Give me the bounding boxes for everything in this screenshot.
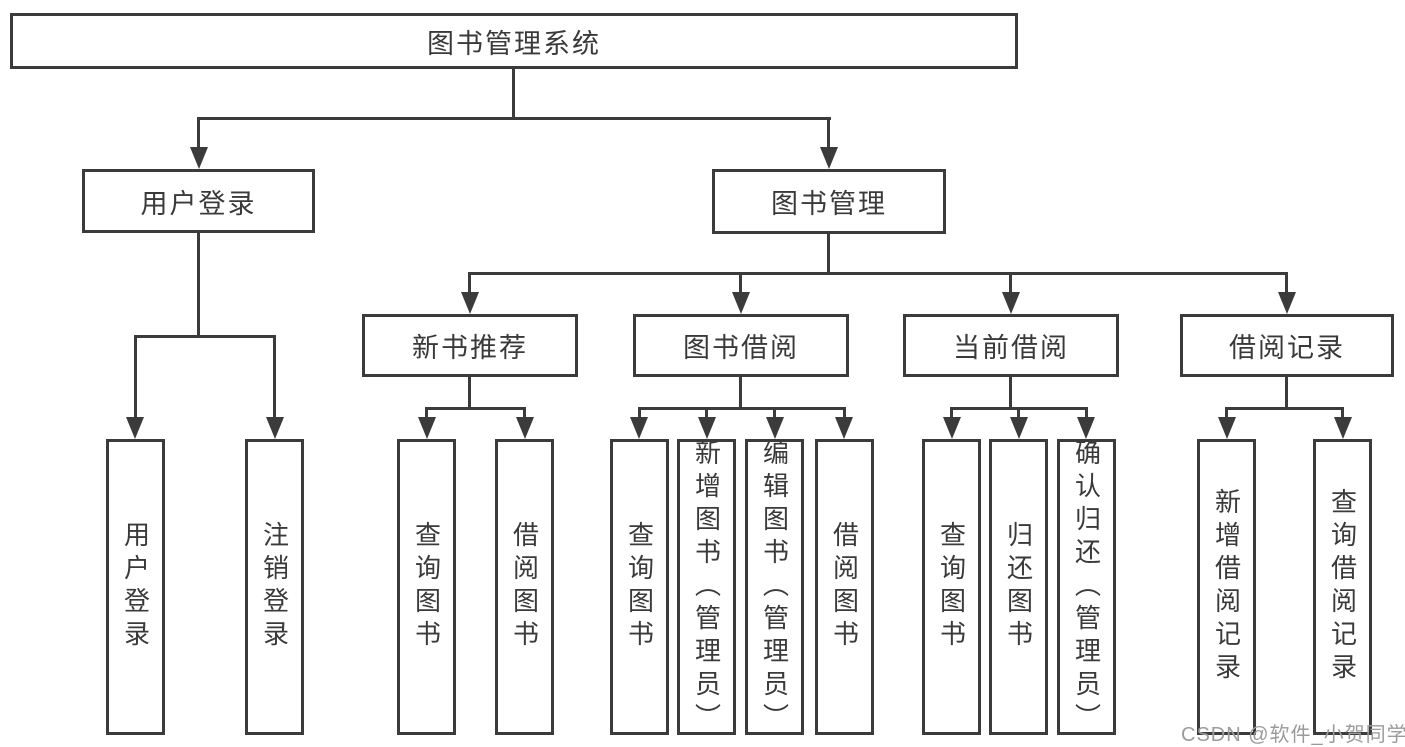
connector-line	[523, 407, 526, 419]
connector-line	[827, 234, 830, 275]
connector-arrow	[835, 417, 853, 439]
node-borrowing-query-books: 查询图书	[610, 439, 669, 735]
connector-arrow	[1278, 292, 1296, 314]
connector-line	[843, 407, 846, 419]
node-label: 新增图书（管理员）	[691, 438, 722, 736]
node-library-management-system: 图书管理系统	[10, 13, 1018, 69]
node-label: 借阅记录	[1229, 333, 1345, 363]
connector-arrow	[732, 292, 750, 314]
connector-line	[705, 407, 708, 419]
connector-line	[1225, 407, 1344, 410]
node-label: 归还图书	[1003, 521, 1034, 653]
connector-line	[1225, 407, 1228, 419]
connector-line	[134, 335, 137, 421]
node-label: 查询借阅记录	[1327, 488, 1358, 686]
node-borrowing-edit-books-admin: 编辑图书（管理员）	[745, 438, 804, 736]
connector-line	[1017, 407, 1020, 419]
node-label: 图书管理	[771, 189, 887, 219]
connector-line	[638, 407, 846, 410]
connector-arrow	[190, 147, 208, 169]
node-label: 新增借阅记录	[1211, 488, 1242, 686]
connector-arrow	[418, 417, 436, 439]
connector-arrow	[698, 417, 716, 439]
connector-line	[512, 69, 515, 117]
connector-line	[134, 335, 276, 338]
node-label: 图书管理系统	[427, 28, 601, 59]
node-records-add-record: 新增借阅记录	[1197, 439, 1256, 735]
connector-line	[197, 117, 200, 149]
node-label: 借阅图书	[829, 521, 860, 653]
connector-arrow	[126, 417, 144, 439]
connector-line	[425, 407, 526, 410]
connector-arrow	[1334, 417, 1352, 439]
node-label: 新书推荐	[412, 333, 528, 363]
node-user-login: 用户登录	[82, 169, 315, 233]
node-label: 确认归还（管理员）	[1071, 438, 1102, 736]
connector-line	[1285, 272, 1288, 294]
node-label: 当前借阅	[953, 333, 1069, 363]
connector-line	[827, 117, 830, 149]
connector-line	[1009, 377, 1012, 410]
connector-line	[1285, 377, 1288, 410]
connector-line	[739, 377, 742, 410]
node-current-query-books: 查询图书	[922, 439, 981, 735]
node-borrowing-add-books-admin: 新增图书（管理员）	[677, 438, 736, 736]
node-records-query-record: 查询借阅记录	[1313, 439, 1372, 735]
connector-line	[638, 407, 641, 419]
connector-line	[1341, 407, 1344, 419]
node-book-management: 图书管理	[712, 169, 946, 234]
node-book-borrowing: 图书借阅	[633, 314, 849, 377]
connector-line	[425, 407, 428, 419]
node-label: 查询图书	[624, 521, 655, 653]
node-label: 图书借阅	[683, 333, 799, 363]
connector-arrow	[1077, 417, 1095, 439]
node-new-book-recommend: 新书推荐	[362, 314, 578, 377]
node-borrowing-records: 借阅记录	[1180, 314, 1394, 377]
csdn-watermark: CSDN @软件_小贺同学	[1181, 724, 1405, 746]
node-label: 注销登录	[259, 521, 290, 653]
connector-line	[950, 407, 953, 419]
connector-arrow	[516, 417, 534, 439]
connector-line	[739, 272, 742, 294]
connector-arrow	[820, 147, 838, 169]
connector-line	[468, 272, 1288, 275]
node-recommend-query-books: 查询图书	[397, 439, 456, 735]
connector-arrow	[766, 417, 784, 439]
connector-arrow	[630, 417, 648, 439]
connector-arrow	[461, 292, 479, 314]
connector-arrow	[943, 417, 961, 439]
node-current-confirm-return-admin: 确认归还（管理员）	[1057, 438, 1116, 736]
node-current-return-books: 归还图书	[989, 439, 1048, 735]
connector-arrow	[1010, 417, 1028, 439]
connector-line	[773, 407, 776, 419]
node-leaf-user-login: 用户登录	[106, 439, 165, 735]
connector-line	[197, 233, 200, 338]
connector-arrow	[1002, 292, 1020, 314]
node-label: 用户登录	[140, 188, 257, 219]
node-label: 借阅图书	[509, 521, 540, 653]
node-leaf-logout: 注销登录	[245, 439, 304, 735]
connector-arrow	[266, 417, 284, 439]
connector-line	[273, 335, 276, 421]
connector-line	[468, 377, 471, 410]
node-label: 查询图书	[411, 521, 442, 653]
connector-line	[468, 272, 471, 294]
node-label: 用户登录	[120, 521, 151, 653]
node-label: 查询图书	[936, 521, 967, 653]
connector-line	[1009, 272, 1012, 294]
node-recommend-borrow-books: 借阅图书	[495, 439, 554, 735]
connector-arrow	[1218, 417, 1236, 439]
node-current-borrowing: 当前借阅	[903, 314, 1119, 377]
connector-line	[1085, 407, 1088, 419]
node-label: 编辑图书（管理员）	[759, 438, 790, 736]
connector-line	[197, 117, 831, 120]
node-borrowing-borrow-books: 借阅图书	[815, 439, 874, 735]
